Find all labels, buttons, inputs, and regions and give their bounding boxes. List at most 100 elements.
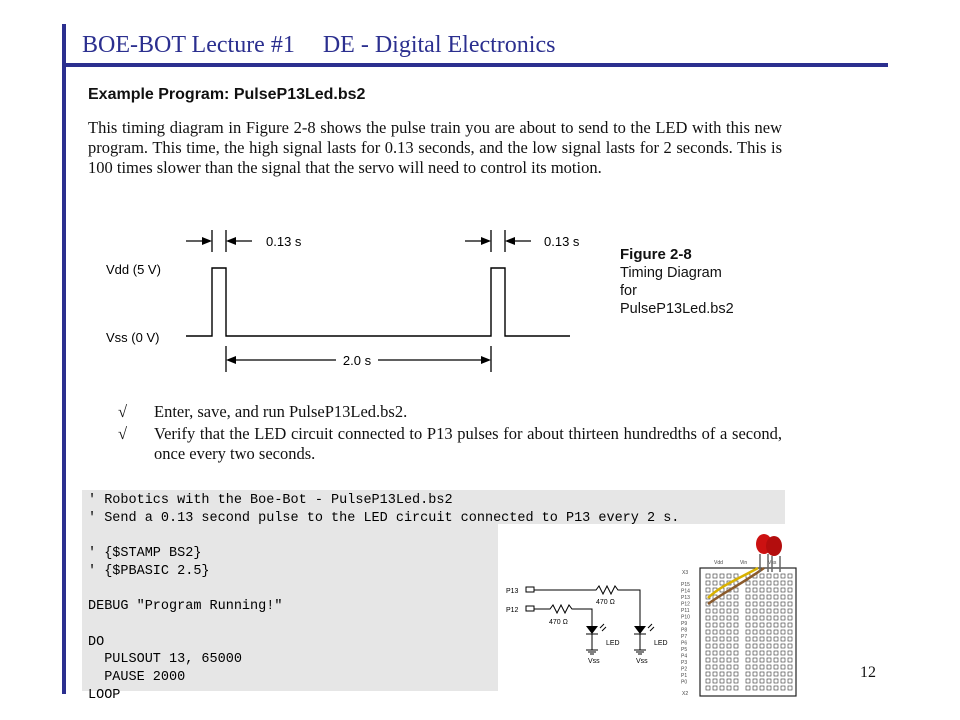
- breadboard-hole: [759, 650, 765, 656]
- breadboard-hole: [787, 622, 793, 628]
- breadboard-hole: [780, 629, 786, 635]
- breadboard-hole: [745, 587, 751, 593]
- breadboard-hole: [726, 601, 732, 607]
- breadboard-hole: [759, 615, 765, 621]
- breadboard-hole: [773, 573, 779, 579]
- p13-terminal: [525, 586, 535, 593]
- breadboard-hole: [726, 573, 732, 579]
- code-line: ' {$STAMP BS2}: [88, 546, 202, 562]
- breadboard-hole: [787, 636, 793, 642]
- breadboard-hole: [726, 657, 732, 663]
- step-item: √ Verify that the LED circuit connected …: [118, 424, 782, 464]
- breadboard-hole: [787, 573, 793, 579]
- breadboard-hole: [705, 587, 711, 593]
- breadboard-hole: [745, 657, 751, 663]
- breadboard-hole: [733, 671, 739, 677]
- breadboard-hole: [705, 608, 711, 614]
- breadboard-hole: [766, 587, 772, 593]
- breadboard-hole: [705, 615, 711, 621]
- breadboard-hole: [726, 685, 732, 691]
- resistor1-label: 470 Ω: [596, 599, 615, 606]
- intro-paragraph: This timing diagram in Figure 2-8 shows …: [88, 118, 782, 177]
- breadboard-hole: [719, 608, 725, 614]
- check-icon: √: [118, 402, 128, 421]
- breadboard-hole: [712, 601, 718, 607]
- breadboard-hole: [780, 657, 786, 663]
- breadboard-hole: [719, 615, 725, 621]
- breadboard-hole: [726, 594, 732, 600]
- breadboard-hole: [773, 671, 779, 677]
- breadboard-hole: [780, 671, 786, 677]
- breadboard-hole: [752, 608, 758, 614]
- breadboard-hole: [766, 671, 772, 677]
- breadboard-hole: [752, 622, 758, 628]
- breadboard-hole: [759, 608, 765, 614]
- red-led-icon: [766, 536, 782, 556]
- breadboard-hole: [766, 608, 772, 614]
- breadboard-hole: [726, 622, 732, 628]
- resistor2-label: 470 Ω: [549, 619, 568, 626]
- breadboard-diagram: Vdd Vin Vss X3 X2 P15 P14 P13 P12 P11 P1…: [681, 534, 797, 697]
- breadboard-hole: [745, 636, 751, 642]
- breadboard-hole: [752, 650, 758, 656]
- breadboard-hole: [733, 608, 739, 614]
- code-line: ' {$PBASIC 2.5}: [88, 563, 210, 579]
- breadboard-hole: [759, 601, 765, 607]
- p13-pin-label: P13: [506, 588, 519, 595]
- breadboard-hole: [733, 594, 739, 600]
- page-number: 12: [860, 664, 876, 681]
- breadboard-hole: [733, 664, 739, 670]
- breadboard-hole: [719, 636, 725, 642]
- breadboard-hole: [719, 573, 725, 579]
- breadboard-hole: [752, 629, 758, 635]
- breadboard-hole: [719, 671, 725, 677]
- breadboard-hole: [773, 636, 779, 642]
- breadboard-hole: [726, 629, 732, 635]
- pulse1-width-label: 0.13 s: [266, 234, 302, 249]
- figure-caption-line: for: [620, 283, 637, 299]
- vss-level-label: Vss (0 V): [106, 330, 159, 345]
- led1-label: LED: [606, 640, 620, 647]
- section-heading: Example Program: PulseP13Led.bs2: [88, 86, 366, 103]
- pin-label: P2: [681, 667, 687, 673]
- step-item: √ Enter, save, and run PulseP13Led.bs2.: [118, 402, 782, 422]
- breadboard-hole: [759, 573, 765, 579]
- breadboard-hole: [766, 615, 772, 621]
- breadboard-hole: [752, 580, 758, 586]
- breadboard-hole: [733, 629, 739, 635]
- breadboard-hole: [745, 608, 751, 614]
- breadboard-hole: [787, 685, 793, 691]
- step-text: Enter, save, and run PulseP13Led.bs2.: [154, 402, 408, 421]
- breadboard-hole: [745, 615, 751, 621]
- breadboard-hole: [733, 643, 739, 649]
- breadboard-hole: [766, 622, 772, 628]
- breadboard-hole: [705, 580, 711, 586]
- led1-diode-icon: [586, 626, 598, 634]
- breadboard-hole: [773, 622, 779, 628]
- breadboard-hole: [780, 685, 786, 691]
- breadboard-hole: [766, 678, 772, 684]
- breadboard-hole: [780, 650, 786, 656]
- breadboard-hole: [787, 664, 793, 670]
- breadboard-hole: [787, 678, 793, 684]
- breadboard-hole: [752, 664, 758, 670]
- pulse1-arrow-right: [226, 237, 236, 245]
- figure-number: Figure 2-8: [620, 246, 692, 263]
- wire-yellow: [707, 566, 759, 599]
- breadboard-hole: [705, 678, 711, 684]
- breadboard-hole: [745, 601, 751, 607]
- vss1-label: Vss: [588, 658, 600, 665]
- breadboard-hole: [787, 594, 793, 600]
- breadboard-hole: [719, 650, 725, 656]
- code-background-bottom: [82, 524, 498, 691]
- breadboard-hole: [787, 643, 793, 649]
- breadboard-hole: [766, 601, 772, 607]
- vdd-level-label: Vdd (5 V): [106, 262, 161, 277]
- breadboard-hole: [726, 678, 732, 684]
- breadboard-hole: [719, 685, 725, 691]
- breadboard-hole: [705, 629, 711, 635]
- code-line: DO: [88, 634, 105, 650]
- breadboard-hole: [733, 587, 739, 593]
- breadboard-hole: [719, 643, 725, 649]
- breadboard-hole: [787, 587, 793, 593]
